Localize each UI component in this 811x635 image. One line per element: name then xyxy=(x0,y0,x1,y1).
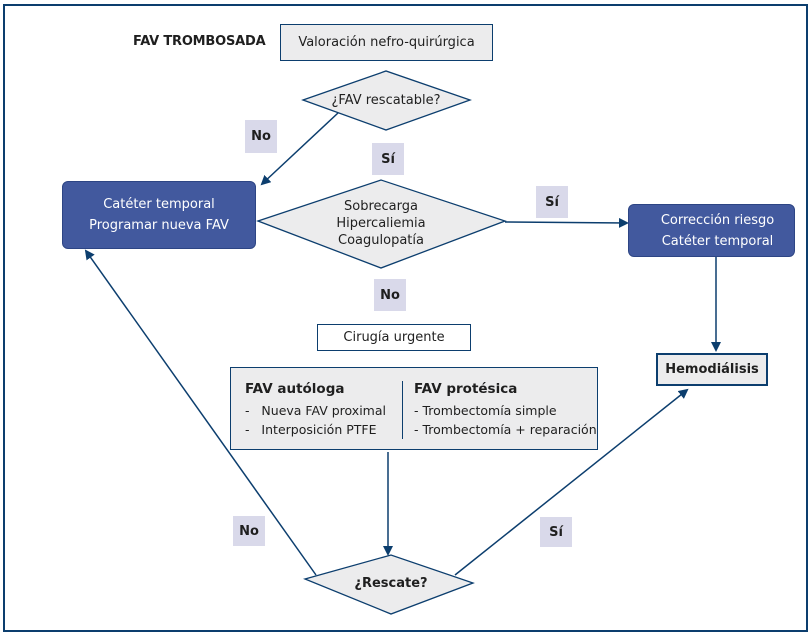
label-no-mid: No xyxy=(374,279,406,311)
node-opciones-quirurgicas: FAV autóloga - Nueva FAV proximal - Inte… xyxy=(230,367,598,450)
col-protesica: FAV protésica - Trombectomía simple - Tr… xyxy=(414,381,597,439)
autologa-item: - Interposición PTFE xyxy=(245,422,377,437)
diagram-title: FAV TROMBOSADA xyxy=(133,34,266,49)
node-correccion: Corrección riesgo Catéter temporal xyxy=(628,204,795,257)
riesgo-coagulopatia: Coagulopatía xyxy=(338,232,424,248)
node-cirugia-urgente: Cirugía urgente xyxy=(317,324,471,351)
autologa-heading: FAV autóloga xyxy=(245,381,345,397)
label-no-bottom: No xyxy=(233,516,265,546)
col-autologa: FAV autóloga - Nueva FAV proximal - Inte… xyxy=(245,381,386,439)
diamond-riesgos xyxy=(256,179,507,269)
label-si-bottom: Sí xyxy=(540,517,572,547)
riesgo-sobrecarga: Sobrecarga xyxy=(344,198,418,214)
arrow-rescate-si xyxy=(454,388,689,576)
node-fav-rescatable: ¿FAV rescatable? xyxy=(331,92,441,108)
diagram-frame xyxy=(3,4,808,632)
node-correccion-line1: Corrección riesgo xyxy=(660,212,775,228)
protesica-item: - Trombectomía simple xyxy=(414,403,557,418)
autologa-item: - Nueva FAV proximal xyxy=(245,403,386,418)
label-si-right: Sí xyxy=(536,186,568,218)
arrow-rescatable-no xyxy=(260,112,339,186)
protesica-item: - Trombectomía + reparación xyxy=(414,422,597,437)
node-correccion-line2: Catéter temporal xyxy=(661,233,774,249)
arrow-rescate-no xyxy=(84,249,317,576)
label-no-top: No xyxy=(245,120,277,153)
protesica-heading: FAV protésica xyxy=(414,381,518,397)
diamond-rescate xyxy=(302,554,475,615)
node-cateter-line2: Programar nueva FAV xyxy=(89,218,229,233)
node-cateter-line1: Catéter temporal xyxy=(103,197,215,212)
node-riesgos: Sobrecarga Hipercaliemia Coagulopatía xyxy=(310,196,452,250)
diamond-fav-rescatable xyxy=(301,70,472,131)
label-si-top: Sí xyxy=(372,143,404,175)
arrow-riesgos-si xyxy=(504,217,629,228)
node-cateter-programar: Catéter temporal Programar nueva FAV xyxy=(62,181,256,249)
column-divider xyxy=(402,381,403,439)
node-rescate: ¿Rescate? xyxy=(354,575,428,591)
node-hemodialisis: Hemodiálisis xyxy=(656,353,768,386)
riesgo-hipercaliemia: Hipercaliemia xyxy=(336,215,426,231)
node-valoracion: Valoración nefro-quirúrgica xyxy=(280,24,493,61)
